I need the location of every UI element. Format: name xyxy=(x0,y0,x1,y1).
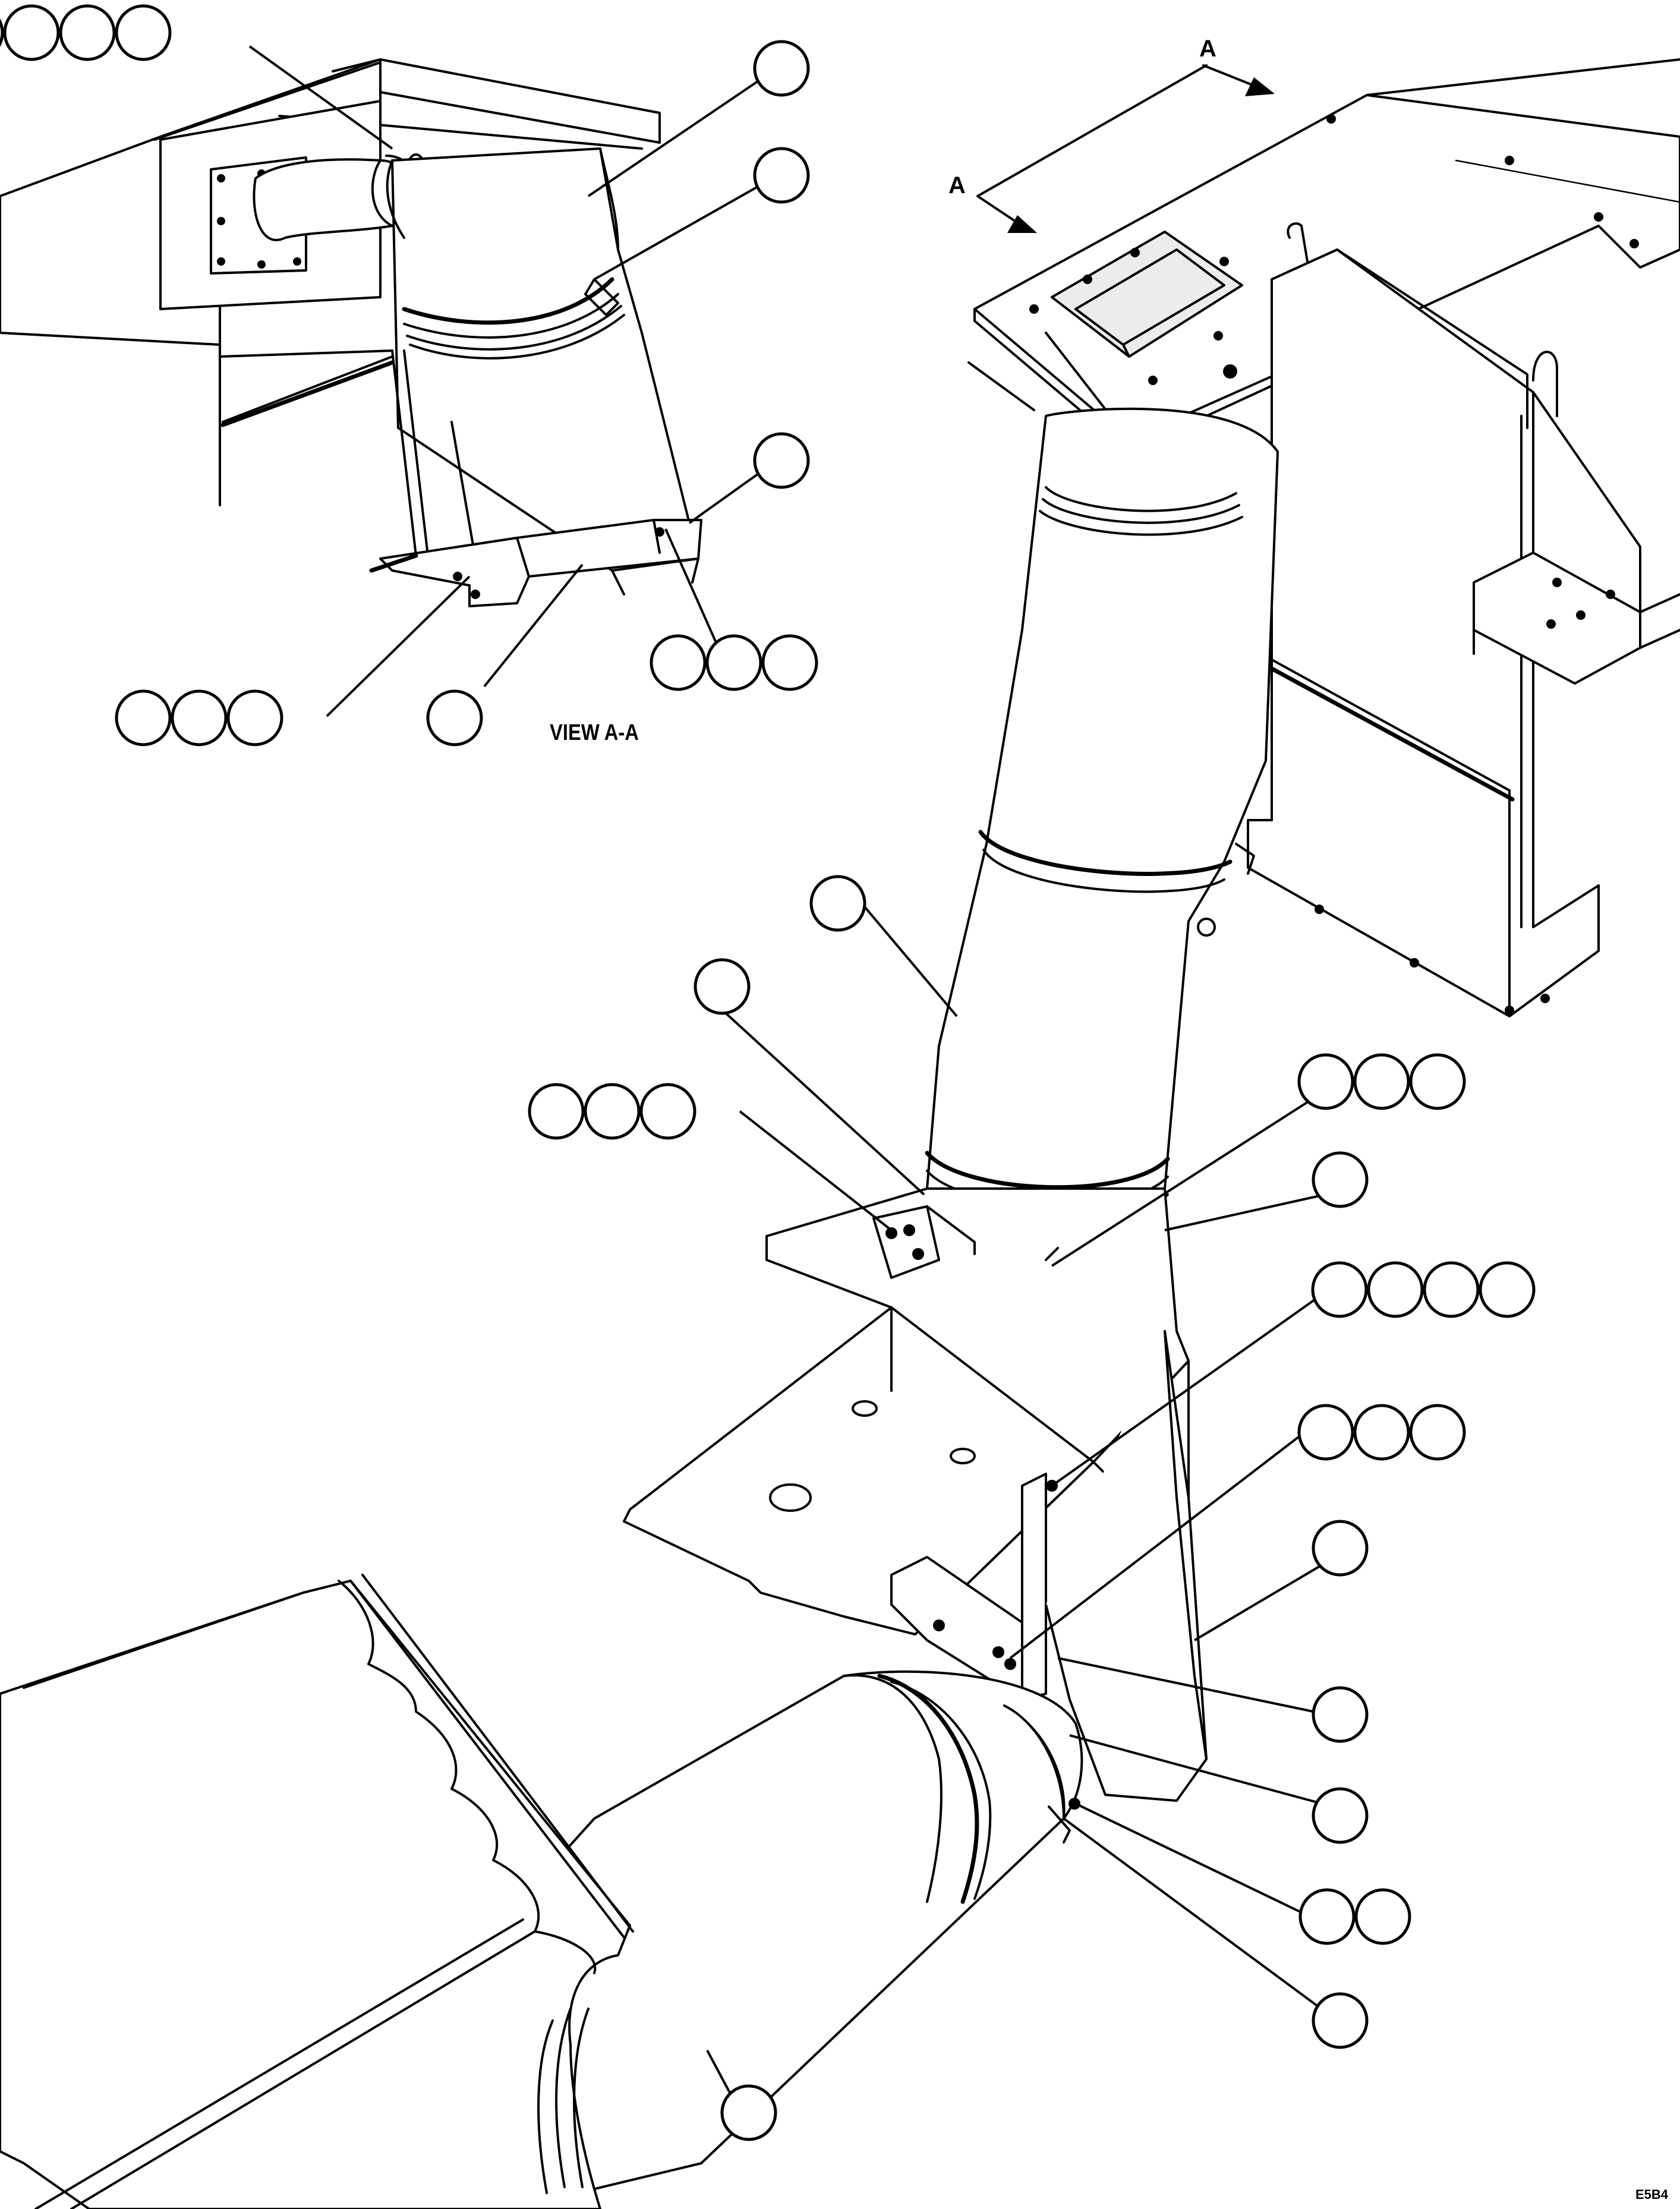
detail-balloon-group-bottom-right xyxy=(650,634,818,691)
callout-balloon xyxy=(639,1083,696,1140)
callout-balloon xyxy=(1297,1053,1354,1110)
section-letter-top: A xyxy=(1199,36,1216,62)
callout-balloon xyxy=(1423,1261,1480,1318)
detail-balloon-upper-elbow xyxy=(753,40,810,97)
main-balloon-group-shield xyxy=(1311,1261,1536,1318)
bracket-bolts xyxy=(1315,578,1615,1015)
callout-balloon xyxy=(584,1083,641,1140)
detail-balloon-bracket-right xyxy=(753,432,810,489)
callout-balloon xyxy=(705,634,762,691)
callout-balloon xyxy=(1311,1261,1368,1318)
detail-balloon-group-bottom-left xyxy=(115,689,283,746)
callout-balloon xyxy=(1312,1520,1369,1577)
callout-balloon xyxy=(171,689,228,746)
callout-balloon xyxy=(3,4,60,61)
callout-balloon xyxy=(1312,1787,1369,1844)
callout-balloon xyxy=(1298,1888,1356,1945)
main-balloon-bracket xyxy=(1312,1686,1369,1743)
main-balloon-group-hardware-right xyxy=(1297,1053,1466,1110)
callout-balloon xyxy=(753,147,810,204)
main-balloon-group-hardware-left xyxy=(528,1083,696,1140)
detail-view-a-a xyxy=(0,58,702,607)
callout-balloon xyxy=(426,689,483,746)
callout-balloon xyxy=(1353,1404,1410,1461)
callout-balloon xyxy=(1312,1686,1369,1743)
main-assembly-view xyxy=(0,58,1680,2209)
callout-balloon xyxy=(720,2084,777,2141)
view-label: VIEW A-A xyxy=(550,720,639,745)
callout-balloon xyxy=(59,4,116,61)
detail-balloon-group-top-left xyxy=(0,4,172,61)
callout-balloon xyxy=(1353,1053,1410,1110)
callout-balloon xyxy=(809,875,866,932)
callout-balloon xyxy=(1312,1151,1369,1208)
callout-balloon xyxy=(528,1083,585,1140)
callout-balloon xyxy=(1354,1888,1411,1945)
callout-balloon xyxy=(650,634,707,691)
main-balloon-clamp-left xyxy=(694,958,751,1015)
sheet-code: E5B4 xyxy=(1635,2187,1669,2202)
callout-balloon xyxy=(694,958,751,1015)
leader-lines xyxy=(248,45,1326,2095)
main-balloon-lower-clamp xyxy=(1312,1787,1369,1844)
callout-balloon xyxy=(761,634,818,691)
callout-balloon xyxy=(226,689,283,746)
main-balloon-muffler xyxy=(720,2084,777,2141)
callout-balloons xyxy=(0,4,1536,2141)
callout-balloon xyxy=(1479,1261,1536,1318)
callout-balloon xyxy=(753,40,810,97)
section-arrows: A A xyxy=(948,36,1275,233)
main-balloon-group-bracket xyxy=(1297,1404,1466,1461)
callout-balloon xyxy=(0,18,4,47)
main-balloon-pipe xyxy=(1312,1520,1369,1577)
main-balloon-group-clamp-bolt xyxy=(1298,1888,1411,1945)
deck-bolts xyxy=(1029,114,1639,385)
callout-balloon xyxy=(115,689,172,746)
callout-balloon xyxy=(1297,1404,1354,1461)
callout-balloon xyxy=(1409,1053,1466,1110)
callout-balloon xyxy=(753,432,810,489)
callout-balloon xyxy=(1409,1404,1466,1461)
callout-balloon xyxy=(115,4,172,61)
callout-balloon xyxy=(1312,1992,1369,2049)
section-letter-left: A xyxy=(948,172,966,198)
main-balloon-clamp-right xyxy=(1312,1151,1369,1208)
main-balloon-elbow xyxy=(809,875,866,932)
main-balloon-band xyxy=(1312,1992,1369,2049)
clamp-hardware-left xyxy=(885,1224,924,1260)
detail-balloon-support xyxy=(426,689,483,746)
callout-balloon xyxy=(1367,1261,1424,1318)
detail-balloon-clamp-top xyxy=(753,147,810,204)
